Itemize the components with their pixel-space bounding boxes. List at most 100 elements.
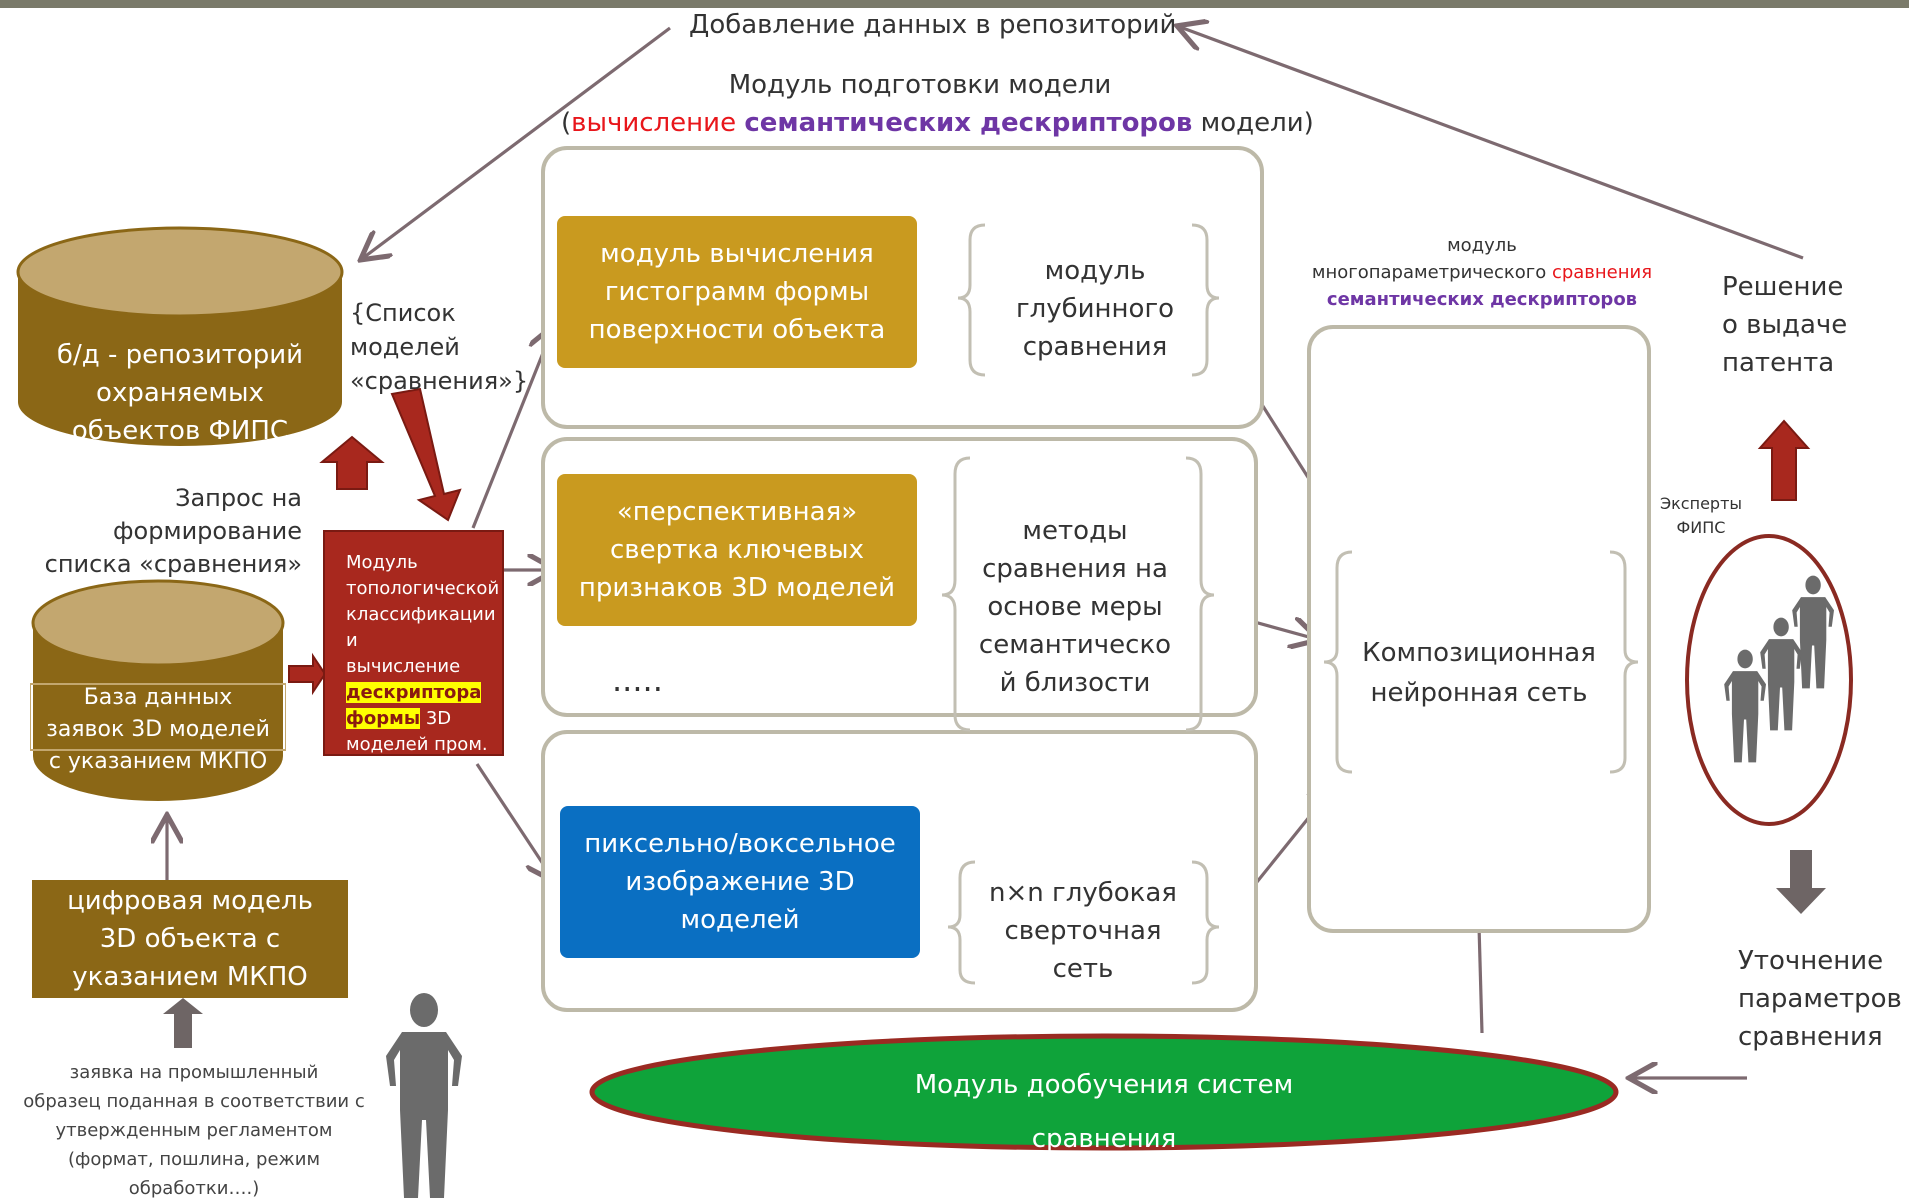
deep-cnn-line3: сеть [1052,954,1114,984]
topology-highlight-descriptor: дескриптора [346,682,482,703]
topology-line4: вычисление [346,656,461,677]
digital-model-line3: указанием МКПО [72,962,308,992]
paren-open: ( [561,108,572,138]
add-to-repository-label: Добавление данных в репозиторий [689,10,1177,40]
arrow-decision-to-repository [1180,27,1804,260]
retrain-line2: сравнения [1031,1124,1177,1154]
repository-line2: охраняемых [96,378,264,408]
arrow-decision-up [1757,419,1811,501]
repository-cylinder-icon [16,226,344,446]
prep-module-subtitle: (вычисление семантических дескрипторов м… [561,104,1314,142]
application-note-line2: образец поданная в соответствии с [23,1091,365,1112]
top-bar [0,0,1909,8]
ellipsis: ..... [612,661,663,699]
experts-line1: Эксперты [1659,494,1743,513]
applications-db-label: База данных заявок 3D моделей с указание… [30,682,286,778]
histogram-line2: гистограмм формы [604,277,870,307]
request-line1: Запрос на [175,484,302,512]
semantic-methods-line3: основе меры [987,592,1163,622]
topology-highlight-shape: формы [346,708,421,729]
repository-line1: б/д - репозиторий [56,340,304,370]
multi-module-line1: модуль [1447,235,1517,256]
multi-module-label: модуль многопараметрического сравнения с… [1290,232,1674,313]
perspective-line2: свертка ключевых [610,535,864,565]
applicant-person-icon [386,993,462,1198]
multi-module-line2-prefix: многопараметрического [1311,262,1552,283]
comparison-list-line1: {Список [350,299,456,327]
semantic-methods-line4: семантическо [978,630,1172,660]
pixel-line1: пиксельно/воксельное [584,829,896,859]
compositional-nn-panel [1307,325,1651,933]
retrain-line1: Модуль дообучения систем [914,1070,1294,1100]
prep-module-title: Модуль подготовки модели [728,70,1112,100]
pixel-line3: моделей [680,905,800,935]
topology-module-box: Модуль топологической классификации и вы… [323,530,504,781]
digital-model-line2: 3D объекта с [99,924,281,954]
decision-line2: о выдаче [1722,310,1848,340]
application-note: заявка на промышленный образец поданная … [8,1058,380,1203]
pixel-module-box: пиксельно/воксельное изображение 3D моде… [560,806,920,958]
request-line2: формирование [113,517,302,545]
perspective-line3: признаков 3D моделей [578,573,896,603]
perspective-line1: «перспективная» [616,497,858,527]
deep-cnn-line2: сверточная [1004,916,1162,946]
topology-line1: Модуль [346,552,418,573]
comparison-list-line2: моделей [350,333,460,361]
request-label: Запрос на формирование списка «сравнения… [40,482,302,581]
deep-compare-line2: глубинного [1015,294,1175,324]
repository-label: б/д - репозиторий охраняемых объектов ФИ… [30,336,330,450]
applications-db-line1: База данных [83,685,233,710]
repository-line3: объектов ФИПС [71,416,289,446]
semantic-methods-line2: сравнения на [982,554,1168,584]
histogram-line3: поверхности объекта [588,315,886,345]
arrow-application-up [163,998,203,1048]
application-note-line4: (формат, пошлина, режим [67,1149,321,1170]
semantic-methods-line1: методы [1022,516,1128,546]
experts-label: Эксперты ФИПС [1656,492,1746,540]
topology-line6: моделей пром. [346,734,488,755]
comparison-list-label: {Список моделей «сравнения»} [350,296,528,398]
applications-db-line2: заявок 3D моделей [46,717,270,742]
semantic-methods-label: методы сравнения на основе меры семантич… [955,512,1195,702]
deep-compare-line1: модуль [1044,256,1146,286]
topology-line3: классификации и [346,604,496,651]
request-line3: списка «сравнения» [44,550,302,578]
topology-3d: 3D [420,708,452,729]
experts-line2: ФИПС [1676,518,1726,537]
subtitle-red-part: вычисление [571,108,737,138]
refinement-label: Уточнение параметров сравнения [1738,942,1902,1056]
multi-module-line3-purple: семантических дескрипторов [1326,289,1638,310]
perspective-module-box: «перспективная» свертка ключевых признак… [557,474,917,626]
comparison-list-line3: «сравнения»} [350,367,529,395]
topology-line7: образца [346,760,424,781]
deep-cnn-line1: n×n глубокая [989,878,1177,908]
refinement-line2: параметров [1738,984,1902,1014]
deep-compare-line3: сравнения [1022,332,1168,362]
digital-model-box: цифровая модель 3D объекта с указанием М… [32,880,348,998]
experts-group-icon [1685,534,1853,826]
arrow-experts-down [1776,850,1826,914]
topology-line2: топологической [346,578,500,599]
compositional-nn-line1: Композиционная [1362,638,1596,668]
decision-line1: Решение [1722,272,1844,302]
application-note-line5: обработки….) [128,1178,260,1199]
decision-line3: патента [1722,348,1835,378]
compositional-nn-label: Композиционная нейронная сеть [1318,633,1640,713]
application-note-line1: заявка на промышленный [69,1062,319,1083]
decision-label: Решение о выдаче патента [1722,268,1847,382]
digital-model-line1: цифровая модель [67,886,313,916]
refinement-line3: сравнения [1738,1022,1883,1052]
pixel-line2: изображение 3D [625,867,855,897]
refinement-line1: Уточнение [1738,946,1884,976]
arrow-db-to-topology [288,652,327,696]
applications-db-line3: с указанием МКПО [48,749,268,774]
applications-db-cylinder-icon [30,579,286,801]
semantic-methods-line5: й близости [999,668,1151,698]
subtitle-purple-part: семантических дескрипторов [744,108,1193,138]
histogram-line1: модуль вычисления [600,239,874,269]
deep-cnn-label: n×n глубокая сверточная сеть [965,874,1201,988]
application-note-line3: утвержденным регламентом [55,1120,333,1141]
multi-module-line2-red: сравнения [1551,262,1653,283]
compositional-nn-line2: нейронная сеть [1370,678,1588,708]
retrain-module-label: Модуль дообучения систем сравнения [740,1058,1468,1166]
